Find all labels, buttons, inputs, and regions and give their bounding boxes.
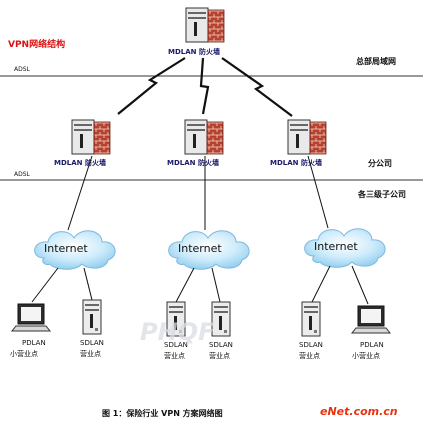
watermark: PHQF bbox=[140, 318, 215, 346]
endpoint-name: PDLAN bbox=[360, 341, 384, 349]
endpoint-role: 营业点 bbox=[209, 351, 230, 360]
adsl-label: ADSL bbox=[14, 171, 31, 178]
internet-label: Internet bbox=[178, 242, 222, 255]
endpoint-name: SDLAN bbox=[164, 341, 188, 349]
tier-label-hq: 总部局域网 bbox=[356, 56, 396, 66]
endpoint-name: PDLAN bbox=[22, 339, 46, 347]
branch-firewall-label: MDLAN 防火墙 bbox=[54, 158, 106, 167]
hq-firewall-label: MDLAN 防火墙 bbox=[168, 47, 220, 56]
endpoint-name: SDLAN bbox=[80, 339, 104, 347]
internet-label: Internet bbox=[314, 240, 358, 253]
tier-label-branch: 分公司 bbox=[368, 158, 392, 168]
endpoint-role: 营业点 bbox=[164, 351, 185, 360]
server-icon bbox=[82, 299, 102, 335]
endpoint-role: 营业点 bbox=[80, 349, 101, 358]
adsl-label: ADSL bbox=[14, 66, 31, 73]
branch-firewall-icon bbox=[184, 119, 224, 155]
laptop-icon bbox=[11, 303, 51, 332]
downlink-line bbox=[31, 265, 369, 305]
site-logo: eNet.com.cn bbox=[320, 405, 398, 418]
tier-label-sub: 各三级子公司 bbox=[357, 189, 406, 199]
endpoint-role: 小营业点 bbox=[10, 349, 38, 358]
endpoint-name: SDLAN bbox=[209, 341, 233, 349]
branch-firewall-icon bbox=[71, 119, 111, 155]
uplink-line bbox=[67, 155, 329, 231]
branch-firewall-label: MDLAN 防火墙 bbox=[167, 158, 219, 167]
figure-caption: 图 1：保险行业 VPN 方案网络图 bbox=[102, 408, 223, 418]
internet-label: Internet bbox=[44, 242, 88, 255]
laptop-icon bbox=[351, 305, 391, 334]
branch-firewall-icon bbox=[287, 119, 327, 155]
branch-firewall-label: MDLAN 防火墙 bbox=[270, 158, 322, 167]
endpoint-role: 营业点 bbox=[299, 351, 320, 360]
server-icon bbox=[211, 301, 231, 337]
endpoint-role: 小营业点 bbox=[352, 351, 380, 360]
diagram-title: VPN网络结构 bbox=[8, 38, 65, 50]
hq-firewall-icon bbox=[185, 7, 225, 43]
server-icon bbox=[301, 301, 321, 337]
vpn-link bbox=[117, 57, 293, 117]
endpoint-name: SDLAN bbox=[299, 341, 323, 349]
